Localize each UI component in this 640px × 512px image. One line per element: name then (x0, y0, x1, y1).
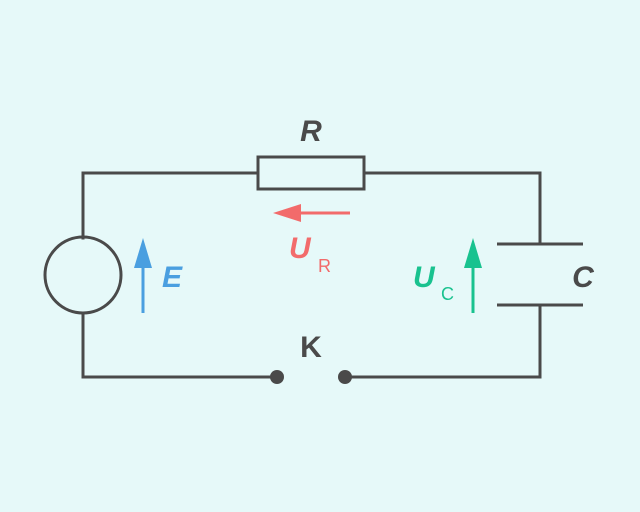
wire-left-top (81, 171, 260, 240)
switch-contact-left (270, 370, 284, 384)
capacitor-voltage-label: U C (413, 261, 454, 304)
wires (81, 171, 542, 379)
switch-label: K (300, 331, 322, 364)
capacitor-label: C (572, 261, 595, 294)
voltage-source-symbol (43, 235, 123, 315)
capacitor-voltage-main: U (413, 261, 436, 294)
capacitor-voltage-subscript: C (441, 284, 454, 304)
switch-contact-right (338, 370, 352, 384)
resistor-label: R (300, 115, 322, 148)
resistor-voltage-arrow (273, 204, 350, 222)
resistor-voltage-main: U (289, 232, 312, 265)
capacitor-voltage-arrow (464, 238, 482, 313)
emf-label: E (162, 261, 183, 294)
resistor-voltage-subscript: R (318, 256, 331, 276)
wire-right-top (362, 171, 542, 246)
emf-arrow (134, 238, 152, 313)
resistor-voltage-label: U R (289, 232, 331, 276)
wire-right-bottom (343, 303, 542, 379)
wire-left-bottom (81, 311, 279, 379)
resistor-body (256, 155, 366, 191)
